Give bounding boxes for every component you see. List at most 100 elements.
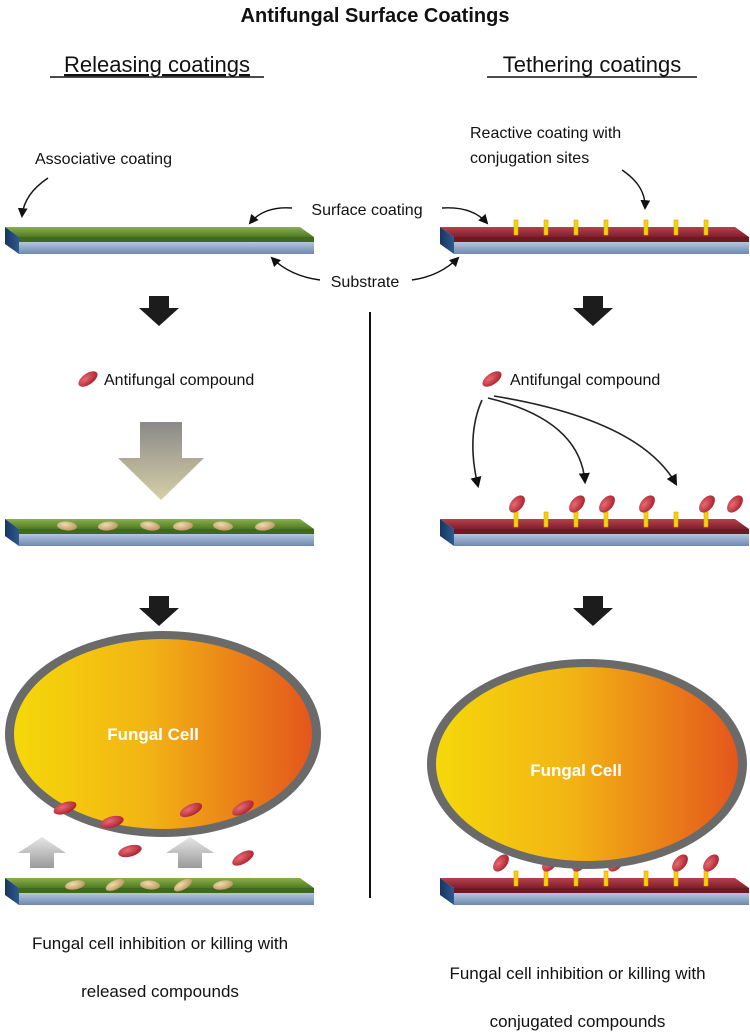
coating-front <box>19 529 314 534</box>
fungal-cell-left: Fungal Cell <box>5 631 321 837</box>
remaining-compound <box>65 880 85 890</box>
reactive-coating-label-1: Reactive coating with <box>470 125 621 142</box>
release-arrow-1 <box>18 837 66 868</box>
red-coated-slab-initial <box>440 219 749 254</box>
diagram-title: Antifungal Surface Coatings <box>241 5 510 27</box>
coating-top-face <box>440 519 749 529</box>
caption-left-line1: Fungal cell inhibition or killing with <box>31 934 289 953</box>
surface-coating-label: Surface coating <box>311 202 422 219</box>
fungal-cell-right: Fungal Cell <box>427 659 747 869</box>
heading-releasing: Releasing coatings <box>64 52 250 77</box>
coating-front <box>454 529 749 534</box>
compound-label-right: Antifungal compound <box>510 372 660 389</box>
conjugation-site <box>573 219 579 236</box>
conjugation-site <box>513 870 519 887</box>
substrate-edge <box>5 227 19 254</box>
conjugation-site <box>603 870 609 887</box>
substrate-face <box>19 893 314 905</box>
caption-right-line2: conjugated compounds <box>489 1012 666 1031</box>
released-compound <box>232 800 254 816</box>
conjugation-site <box>643 219 649 236</box>
substrate-label: Substrate <box>331 274 400 291</box>
released-compounds <box>53 800 254 866</box>
conjugated-compound <box>699 495 715 513</box>
loading-arrow <box>118 422 204 500</box>
substrate-pointer-left-arrow <box>270 256 321 281</box>
substrate-edge <box>5 878 19 905</box>
conjugation-arrow-1 <box>470 399 483 489</box>
surface-pointer-right-arrow <box>441 207 489 225</box>
conjugation-arrow-2 <box>487 397 590 485</box>
conjugation-site <box>603 511 609 528</box>
conjugation-arrow-3 <box>493 395 678 486</box>
conjugation-site <box>513 219 519 236</box>
step-arrow-right-1 <box>573 296 613 326</box>
conjugated-compound <box>703 854 719 872</box>
green-coated-slab-loaded <box>5 519 314 546</box>
loaded-compound <box>213 521 233 531</box>
compound-icon-right <box>482 371 502 387</box>
compound-label-left: Antifungal compound <box>104 372 254 389</box>
released-compound <box>118 844 142 858</box>
remaining-compound <box>213 880 233 890</box>
associative-coating-label: Associative coating <box>35 151 172 168</box>
conjugated-compound <box>672 854 688 872</box>
substrate-face <box>19 242 314 254</box>
conjugation-site <box>543 511 549 528</box>
conjugation-site <box>513 511 519 528</box>
conjugated-compound <box>639 495 655 513</box>
conjugation-site <box>643 870 649 887</box>
released-compound <box>179 802 203 818</box>
conjugated-compound <box>569 495 585 513</box>
green-coated-slab-initial <box>5 227 314 254</box>
conjugation-site <box>543 870 549 887</box>
conjugation-site <box>673 870 679 887</box>
conjugation-site <box>673 511 679 528</box>
conjugation-site <box>573 511 579 528</box>
substrate-face <box>454 893 749 905</box>
conjugation-site <box>673 219 679 236</box>
substrate-edge <box>440 227 454 254</box>
coating-top-face <box>440 878 749 888</box>
diagram-canvas: Antifungal Surface Coatings Releasing co… <box>5 5 749 905</box>
conjugated-compound <box>509 495 525 513</box>
substrate-face <box>454 534 749 546</box>
reactive-coating-label-2: conjugation sites <box>470 150 589 167</box>
surface-pointer-left-arrow <box>248 207 293 225</box>
conjugation-site <box>703 511 709 528</box>
loaded-compound <box>98 521 118 531</box>
loaded-compound <box>173 521 193 531</box>
coating-top-face <box>5 519 314 529</box>
loaded-compound <box>57 521 77 531</box>
released-compound <box>232 850 254 866</box>
fungal-cell-label-left: Fungal Cell <box>107 725 199 744</box>
heading-tethering: Tethering coatings <box>503 52 682 77</box>
step-arrow-left-1 <box>139 296 179 326</box>
step-arrow-left-2 <box>139 596 179 626</box>
reactive-pointer-arrow <box>621 169 651 210</box>
caption-right-line1: Fungal cell inhibition or killing with <box>449 964 706 983</box>
conjugated-compound <box>599 495 615 513</box>
coating-top-face <box>440 227 749 237</box>
coating-front <box>454 237 749 242</box>
conjugated-compound <box>493 854 509 872</box>
caption-right: Fungal cell inhibition or killing with c… <box>405 938 750 1034</box>
coating-top-face <box>5 227 314 237</box>
conjugation-site <box>703 219 709 236</box>
substrate-face <box>19 534 314 546</box>
green-coated-slab-releasing <box>5 878 314 905</box>
remaining-compound <box>140 880 160 890</box>
conjugation-site <box>573 870 579 887</box>
conjugation-site <box>643 511 649 528</box>
remaining-compound <box>105 879 125 891</box>
substrate-face <box>454 242 749 254</box>
red-coated-slab-conjugated <box>440 495 749 546</box>
substrate-pointer-right-arrow <box>411 256 460 281</box>
coating-front <box>454 888 749 893</box>
conjugation-site <box>603 219 609 236</box>
released-compound <box>100 815 124 829</box>
loaded-compound <box>140 521 160 531</box>
coating-front <box>19 237 314 242</box>
release-arrow-2 <box>166 837 214 868</box>
red-coated-slab-contact <box>440 854 749 905</box>
